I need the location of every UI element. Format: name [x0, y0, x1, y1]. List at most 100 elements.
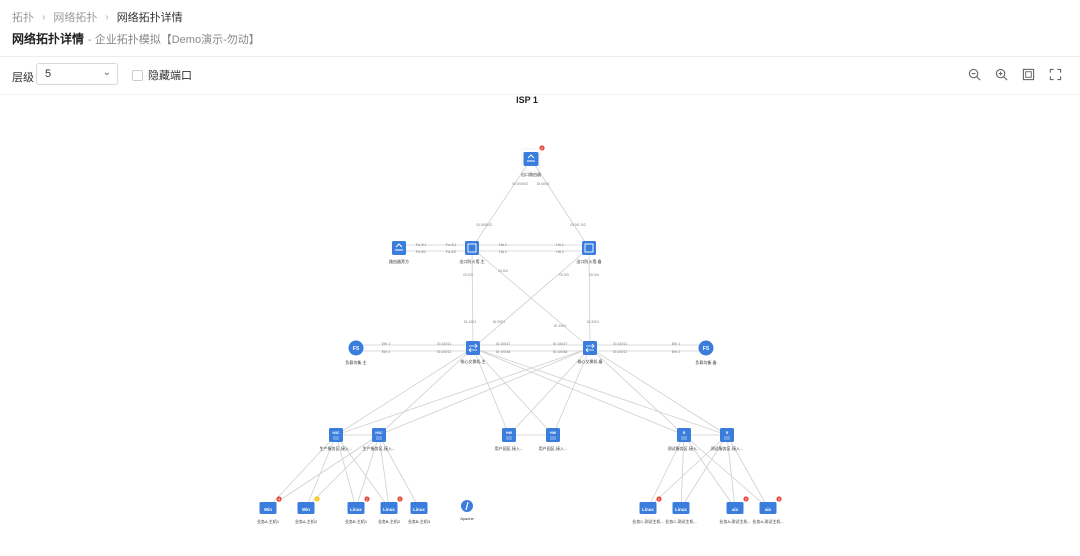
- node-h4[interactable]: [380, 502, 398, 514]
- link-acc2-h3[interactable]: [355, 434, 380, 509]
- node-label-apache: Apache: [460, 516, 474, 521]
- link-router-fw_main[interactable]: [471, 158, 532, 249]
- alert-badge[interactable]: [656, 496, 662, 502]
- node-label-h1: 业务A-主机1: [257, 518, 280, 524]
- zoom-in-icon[interactable]: [995, 68, 1008, 81]
- link-core_backup-acc6[interactable]: [589, 347, 728, 436]
- page-title: 网络拓扑详情: [12, 32, 85, 46]
- link-acc6-t3[interactable]: [726, 434, 736, 509]
- port-label: Eth 1: [382, 342, 390, 346]
- port-label: Eth 2: [382, 350, 390, 354]
- link-core_backup-acc5[interactable]: [589, 347, 685, 436]
- link-acc5-t3[interactable]: [683, 434, 736, 509]
- page-subtitle: - 企业拓扑模拟【Demo演示-勿动】: [88, 34, 260, 46]
- hide-ports-toggle[interactable]: 隐藏端口: [132, 67, 192, 83]
- node-core_main[interactable]: [466, 341, 480, 355]
- node-acc2[interactable]: [372, 428, 386, 442]
- link-acc2-h4[interactable]: [378, 434, 390, 509]
- switch-icon: [376, 436, 382, 440]
- node-core_backup[interactable]: [583, 341, 597, 355]
- alert-badge[interactable]: [364, 496, 370, 502]
- topology-nodes: 出口路由器2路由器旁方出口防火墙-主出口防火墙-备核心交换机-主核心交换机-备F…: [257, 145, 784, 524]
- port-label: HA 2: [499, 250, 507, 254]
- node-acc5[interactable]: [677, 428, 691, 442]
- link-core_backup-acc4[interactable]: [552, 347, 591, 436]
- node-acc1[interactable]: [329, 428, 343, 442]
- node-lb_main[interactable]: [348, 340, 364, 356]
- chevron-down-icon: ⌄: [102, 67, 111, 78]
- alert-badge[interactable]: [539, 145, 545, 151]
- link-acc6-t2[interactable]: [680, 434, 728, 509]
- link-core_main-acc4[interactable]: [472, 347, 554, 436]
- link-acc5-t1[interactable]: [647, 434, 685, 509]
- link-acc1-h2[interactable]: [305, 434, 337, 509]
- link-core_backup-acc1[interactable]: [335, 347, 591, 436]
- node-fw_backup[interactable]: [582, 241, 596, 255]
- alert-badge-count: 4: [278, 497, 280, 501]
- link-acc5-t4[interactable]: [683, 434, 769, 509]
- node-t3[interactable]: [726, 502, 744, 514]
- link-acc6-t1[interactable]: [647, 434, 728, 509]
- fit-view-icon[interactable]: [1022, 68, 1035, 81]
- link-fw_backup-core_main[interactable]: [472, 247, 590, 349]
- node-label-t4: 业务A-测试主机...: [752, 518, 783, 524]
- node-h2[interactable]: [297, 502, 315, 514]
- node-acc3[interactable]: [502, 428, 516, 442]
- node-label-core_main: 核心交换机-主: [460, 358, 485, 364]
- node-bypass[interactable]: [392, 241, 406, 255]
- level-select[interactable]: 5 ⌄: [36, 63, 118, 85]
- port-label: Gi 1/0/1: [554, 324, 567, 328]
- breadcrumb-item-network-topology[interactable]: 网络拓扑: [53, 12, 98, 24]
- link-acc2-h5[interactable]: [378, 434, 420, 509]
- link-acc1-h1[interactable]: [267, 434, 337, 509]
- link-core_main-acc1[interactable]: [335, 347, 474, 436]
- node-acc6[interactable]: [720, 428, 734, 442]
- alert-badge[interactable]: [276, 496, 282, 502]
- link-core_main-acc6[interactable]: [472, 347, 728, 436]
- link-core_backup-acc2[interactable]: [378, 347, 591, 436]
- link-acc1-h3[interactable]: [335, 434, 357, 509]
- link-acc6-t4[interactable]: [726, 434, 769, 509]
- link-acc2-h2[interactable]: [305, 434, 380, 509]
- link-core_main-acc3[interactable]: [472, 347, 510, 436]
- os-icon: Linux: [642, 507, 654, 512]
- node-t1[interactable]: [639, 502, 657, 514]
- toolbar: 层级 5 ⌄ 隐藏端口: [0, 56, 1080, 95]
- alert-badge-count: 1: [399, 497, 401, 501]
- link-core_main-acc2[interactable]: [378, 347, 474, 436]
- link-router-fw_backup[interactable]: [530, 158, 590, 249]
- hide-ports-label: 隐藏端口: [148, 70, 192, 82]
- node-h3[interactable]: [347, 502, 365, 514]
- hide-ports-checkbox[interactable]: [132, 69, 143, 81]
- link-fw_backup-core_backup[interactable]: [588, 247, 591, 349]
- link-acc5-t2[interactable]: [680, 434, 685, 509]
- alert-badge[interactable]: [776, 496, 782, 502]
- firewall-icon: [584, 243, 594, 253]
- link-acc1-h4[interactable]: [335, 434, 390, 509]
- zoom-out-icon[interactable]: [968, 68, 981, 81]
- alert-badge[interactable]: [314, 496, 320, 502]
- fullscreen-icon[interactable]: [1049, 68, 1062, 81]
- link-core_main-acc5[interactable]: [472, 347, 685, 436]
- brand-icon: H3C: [332, 431, 340, 435]
- node-fw_main[interactable]: [465, 241, 479, 255]
- node-acc4[interactable]: [546, 428, 560, 442]
- link-fw_main-core_main[interactable]: [471, 247, 474, 349]
- port-label: Gi 0/4: [589, 273, 599, 277]
- brand-icon: HW: [506, 431, 513, 435]
- alert-badge[interactable]: [743, 496, 749, 502]
- link-core_backup-acc3[interactable]: [508, 347, 591, 436]
- node-router[interactable]: [523, 152, 539, 166]
- node-lb_backup[interactable]: [698, 340, 714, 356]
- port-label: Gi 0/0/4: [537, 182, 550, 186]
- node-t4[interactable]: [759, 502, 777, 514]
- breadcrumb-item-topology[interactable]: 拓扑: [12, 12, 34, 24]
- node-h5[interactable]: [410, 502, 428, 514]
- node-t2[interactable]: [672, 502, 690, 514]
- node-label-acc4: 用户园区-接入...: [539, 445, 568, 451]
- router-icon: [527, 154, 535, 162]
- node-h1[interactable]: [259, 502, 277, 514]
- alert-badge[interactable]: [397, 496, 403, 502]
- link-acc2-h1[interactable]: [267, 434, 380, 509]
